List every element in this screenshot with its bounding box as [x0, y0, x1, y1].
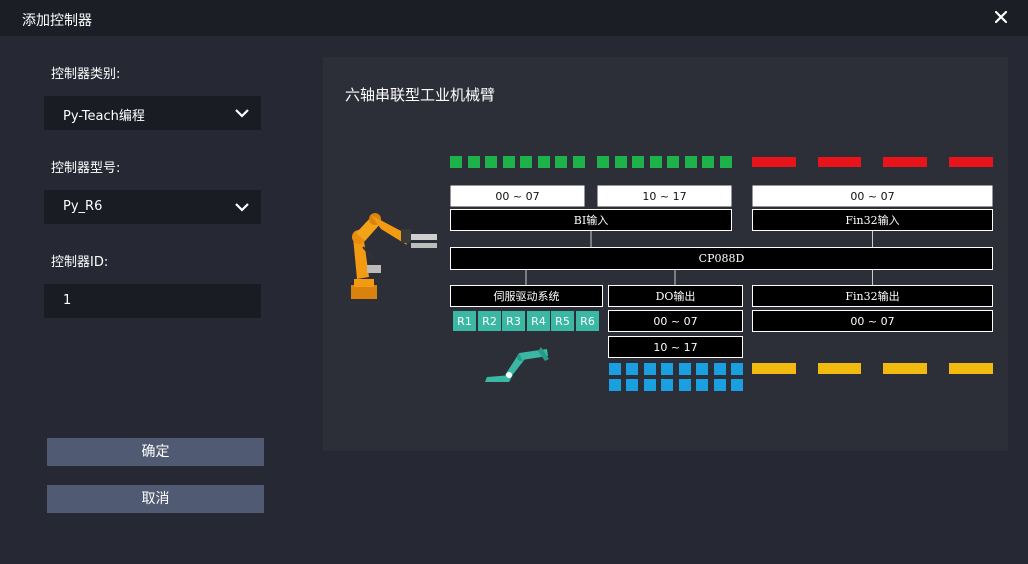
axis-button[interactable] — [502, 311, 525, 331]
bi-range-box-1 — [450, 185, 585, 207]
axis-button[interactable] — [478, 311, 501, 331]
bi-range-box-2 — [597, 185, 732, 207]
do-output-box — [608, 285, 743, 307]
category-value: Py-Teach编程 — [63, 109, 145, 124]
fin-output-indicators — [752, 363, 993, 374]
fin-out-range-box — [752, 310, 993, 332]
do-indicators — [609, 363, 743, 391]
bi-range-2: 10 ~ 17 — [642, 190, 686, 203]
id-input[interactable]: 1 — [44, 284, 261, 318]
industrial-robot-icon — [351, 213, 437, 299]
do-range-box-1 — [608, 310, 743, 332]
axis-label: R6 — [580, 315, 595, 328]
chevron-down-icon — [235, 203, 249, 212]
ok-button[interactable]: 确定 — [47, 438, 264, 466]
fin-input-label: Fin32输入 — [845, 213, 899, 227]
bi-indicators-1 — [450, 156, 585, 168]
axis-label: R4 — [531, 315, 546, 328]
bi-indicators-2 — [597, 156, 732, 168]
robot-arm-icon — [485, 347, 549, 382]
do-range-1: 00 ~ 07 — [653, 315, 697, 328]
model-select[interactable]: Py_R6 — [44, 190, 261, 224]
id-label: 控制器ID: — [51, 255, 109, 270]
bi-input-box — [450, 209, 732, 231]
fin-input-indicators — [752, 157, 993, 167]
do-range-2: 10 ~ 17 — [653, 341, 697, 354]
category-select[interactable]: Py-Teach编程 — [44, 96, 261, 130]
servo-label: 伺服驱动系统 — [494, 290, 560, 303]
axis-buttons: R1 R2 R3 R4 R5 R6 — [453, 311, 599, 331]
fin-out-range: 00 ~ 07 — [850, 315, 894, 328]
fin-output-label: Fin32输出 — [845, 289, 899, 303]
fin-output-box — [752, 285, 993, 307]
bi-range-1: 00 ~ 07 — [495, 190, 539, 203]
axis-button[interactable] — [551, 311, 574, 331]
axis-button[interactable] — [576, 311, 599, 331]
axis-label: R1 — [457, 315, 472, 328]
id-value: 1 — [63, 293, 72, 308]
io-diagram: 00 ~ 07 10 ~ 17 00 ~ 07 BI输入 Fin32输入 CP0… — [351, 156, 993, 391]
do-output-label: DO输出 — [656, 289, 696, 303]
bi-input-label: BI输入 — [574, 213, 608, 227]
title-bar: 添加控制器 — [0, 0, 1028, 36]
model-value: Py_R6 — [63, 199, 103, 214]
fin-input-box — [752, 209, 993, 231]
model-label: 控制器型号: — [51, 161, 121, 176]
controller-box — [450, 247, 993, 270]
controller-label: CP088D — [699, 252, 745, 265]
servo-box — [450, 285, 603, 307]
chevron-down-icon — [235, 109, 249, 118]
axis-label: R2 — [482, 315, 497, 328]
axis-button[interactable] — [527, 311, 550, 331]
category-label: 控制器类别: — [51, 67, 121, 82]
axis-label: R5 — [555, 315, 570, 328]
fin-in-range: 00 ~ 07 — [850, 190, 894, 203]
fin-in-range-box — [752, 185, 993, 207]
close-icon[interactable] — [990, 6, 1012, 28]
axis-button[interactable] — [453, 311, 476, 331]
do-range-box-2 — [608, 336, 743, 358]
preview-title: 六轴串联型工业机械臂 — [345, 86, 496, 104]
window-title: 添加控制器 — [22, 13, 92, 29]
cancel-button[interactable]: 取消 — [47, 485, 264, 513]
axis-label: R3 — [506, 315, 521, 328]
